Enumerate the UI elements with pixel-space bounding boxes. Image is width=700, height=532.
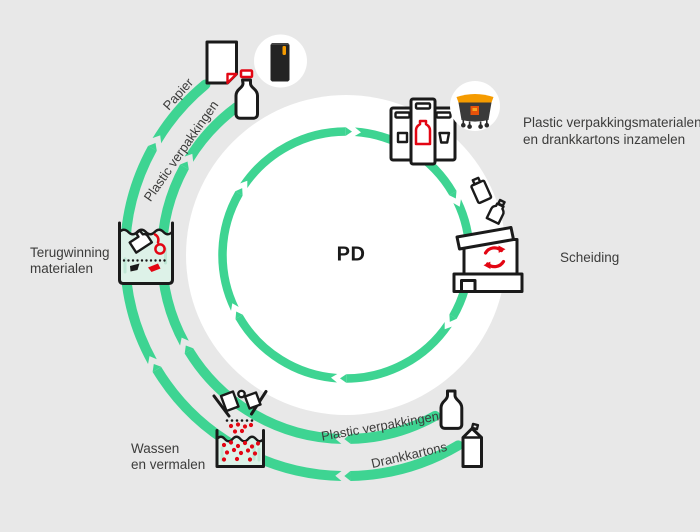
materials-recovery-tank-icon bbox=[118, 221, 174, 285]
orange-lid-wheelie-container-photo-badge bbox=[450, 81, 500, 131]
stage-label-scheiding: Scheiding bbox=[560, 250, 620, 265]
center-label: PD bbox=[336, 243, 366, 266]
wassen-line2: en vermalen bbox=[131, 457, 206, 472]
terugwinning-line2: materialen bbox=[30, 261, 94, 276]
falling-packaging-icon bbox=[470, 176, 493, 205]
plastic-bottle-icon bbox=[439, 389, 464, 430]
plastic-bottle-icon bbox=[234, 69, 259, 120]
stage-label-inzamelen: Plastic verpakkingsmaterialen en drankka… bbox=[523, 114, 700, 148]
green-flow-arcs bbox=[119, 79, 474, 482]
center-disc bbox=[186, 95, 506, 415]
stage-label-terugwinning: Terugwinning materialen bbox=[30, 245, 110, 277]
wash-and-grind-tank-icon bbox=[212, 389, 268, 468]
collection-containers-icon bbox=[389, 97, 457, 166]
inzamelen-line1: Plastic verpakkingsmaterialen bbox=[523, 115, 700, 130]
black-drop-off-container-photo-badge bbox=[254, 34, 307, 88]
sorting-facility-recycle-icon bbox=[452, 176, 524, 293]
terugwinning-line1: Terugwinning bbox=[30, 245, 110, 260]
falling-bottle-icon bbox=[485, 198, 506, 225]
wassen-line1: Wassen bbox=[131, 441, 180, 456]
drink-carton-icon bbox=[461, 422, 483, 468]
inzamelen-line2: en drankkartons inzamelen bbox=[523, 132, 686, 147]
shredder-funnel-icon bbox=[212, 389, 268, 418]
stage-label-wassen: Wassen en vermalen bbox=[131, 441, 205, 473]
tilted-bottle-icon bbox=[128, 229, 154, 254]
paper-sheet-icon bbox=[205, 40, 238, 85]
